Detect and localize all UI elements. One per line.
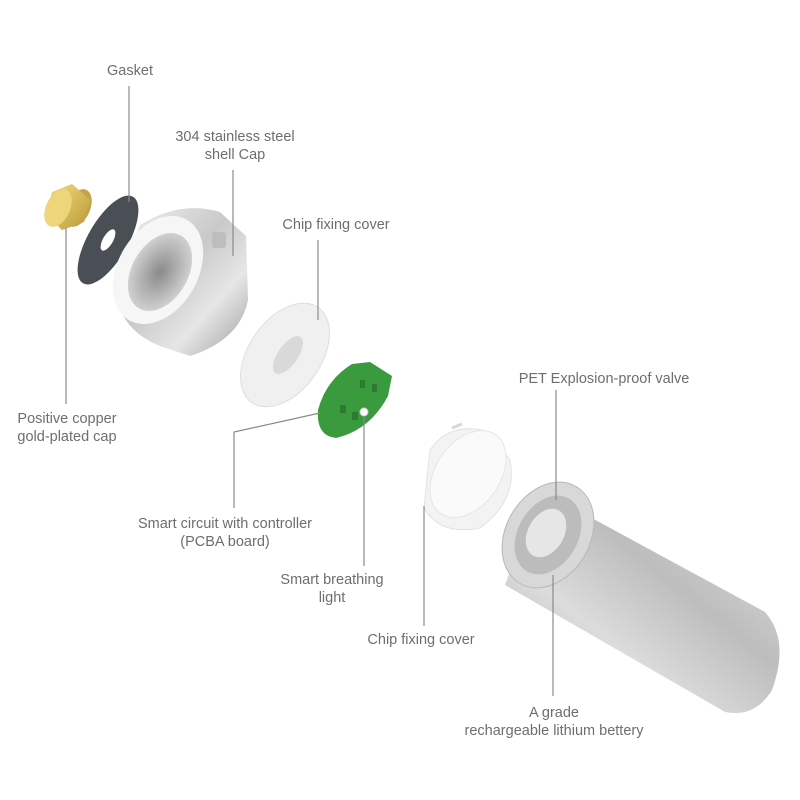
label-breathing-light: Smart breathing light bbox=[280, 572, 384, 606]
chip-fixing-cover-top-part bbox=[240, 302, 330, 408]
label-pcba: Smart circuit with controller (PCBA boar… bbox=[137, 516, 313, 550]
pcba-board-part bbox=[317, 362, 392, 438]
battery-part bbox=[501, 481, 780, 714]
label-battery: A grade rechargeable lithium bettery bbox=[464, 705, 644, 739]
chip-fixing-cover-bottom-part bbox=[423, 422, 512, 531]
copper-cap-part bbox=[44, 184, 92, 230]
label-gasket: Gasket bbox=[107, 63, 153, 79]
gasket-part bbox=[77, 195, 139, 285]
label-copper-cap: Positive copper gold-plated cap bbox=[17, 411, 117, 445]
label-chip-cover-top: Chip fixing cover bbox=[282, 217, 390, 233]
label-chip-cover-bottom: Chip fixing cover bbox=[367, 632, 475, 648]
leader-lines bbox=[65, 86, 557, 696]
shell-cap-part bbox=[112, 208, 248, 356]
label-pet-valve: PET Explosion-proof valve bbox=[518, 371, 690, 387]
label-shell-cap: 304 stainless steel shell Cap bbox=[175, 129, 295, 163]
